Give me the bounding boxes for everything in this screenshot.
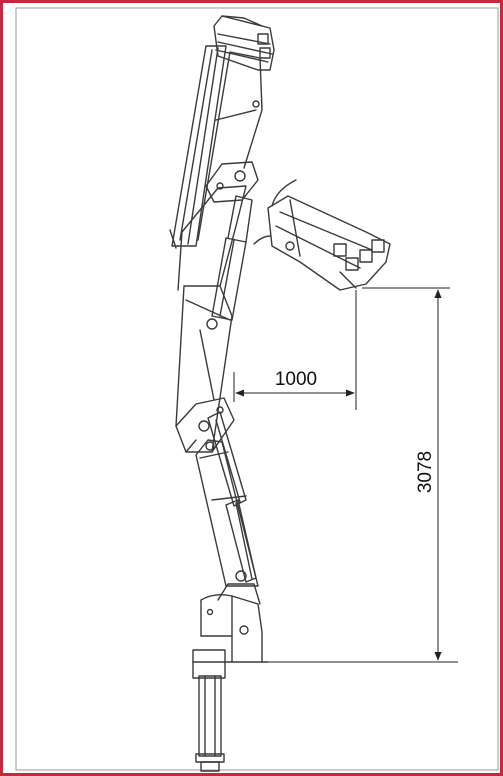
extension-boom bbox=[169, 45, 263, 249]
crane-base-housing bbox=[200, 583, 269, 663]
grab-extended bbox=[253, 179, 391, 291]
outer-boom bbox=[175, 185, 247, 453]
lower-lift-cylinder bbox=[207, 411, 257, 583]
dimension-horizontal-label: 1000 bbox=[275, 369, 317, 390]
upper-joint bbox=[205, 161, 259, 203]
knuckle-joint bbox=[175, 397, 235, 453]
crane-column bbox=[192, 649, 226, 772]
upper-cylinder bbox=[211, 195, 253, 321]
inner-frame bbox=[15, 7, 499, 771]
grab-folded bbox=[213, 15, 275, 71]
dimension-lines bbox=[233, 287, 458, 663]
dimension-vertical-label: 3078 bbox=[415, 451, 436, 493]
